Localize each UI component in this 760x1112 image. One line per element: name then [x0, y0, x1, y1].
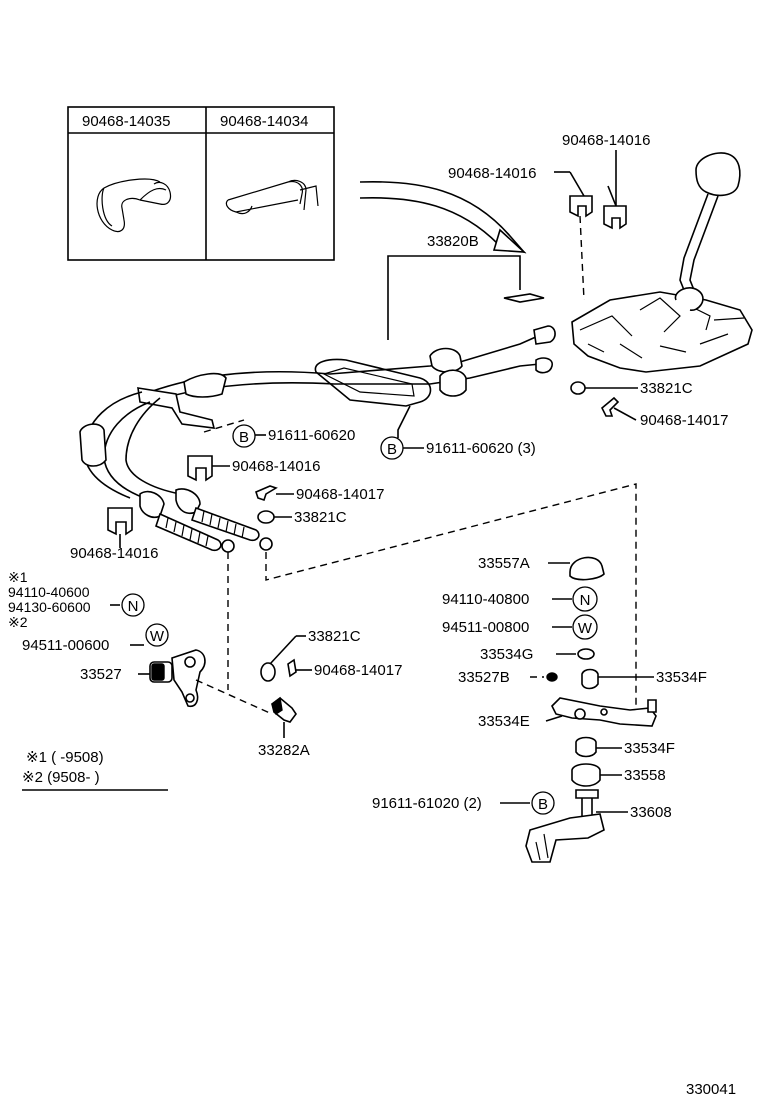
label-90468-14017-mid: 90468-14017 — [296, 486, 384, 503]
label-33534f-a: 33534F — [656, 669, 707, 686]
marker-b-1: B — [239, 429, 249, 446]
marker-b-2: B — [387, 441, 397, 458]
clip-inset-box: 90468-14035 90468-14034 — [67, 106, 335, 261]
label-94511-00600: 94511-00600 — [22, 637, 109, 654]
marker-b-3: B — [538, 796, 548, 813]
label-90468-14016-top: 90468-14016 — [448, 165, 536, 182]
pin-90468-14017-right — [601, 396, 620, 417]
label-91611-60620-b: 91611-60620 (3) — [426, 440, 536, 457]
label-33821c-mid: 33821C — [294, 509, 347, 526]
bushing-33527b — [546, 672, 558, 682]
washer-33821c-right — [570, 381, 586, 395]
clip-top — [569, 195, 593, 218]
marker-w-right: W — [578, 620, 593, 637]
label-33534f-b: 33534F — [624, 740, 675, 757]
clip-left — [107, 507, 133, 536]
label-33282a: 33282A — [258, 742, 310, 759]
label-94110-40600: 94110-40600 — [8, 584, 90, 600]
bolt-33282a — [271, 696, 297, 723]
label-33527: 33527 — [80, 666, 122, 683]
label-33821c-low: 33821C — [308, 628, 361, 645]
ref-mark-2: ※2 — [8, 614, 28, 630]
label-33820b: 33820B — [427, 233, 479, 250]
label-33534g: 33534G — [480, 646, 533, 663]
marker-n-left: N — [128, 598, 139, 615]
callout-b-91611-60620: B 91611-60620 — [203, 419, 355, 448]
marker-b-circle-3 — [531, 791, 555, 815]
select-lever-33527 — [149, 649, 206, 708]
label-90468-14016-mid: 90468-14016 — [232, 458, 320, 475]
pin-90468-14017-low — [287, 658, 297, 678]
callout-b-91611-60620-3: B 91611-60620 (3) — [380, 405, 536, 460]
bushing-33534f-upper — [581, 668, 599, 690]
legend-line-2: ※2 (9508- ) — [22, 769, 100, 786]
label-94110-40800: 94110-40800 — [442, 591, 529, 608]
label-33558: 33558 — [624, 767, 666, 784]
bushing-33534f-lower — [575, 736, 597, 758]
cap-33557a — [569, 556, 605, 581]
ref-mark-1: ※1 — [8, 569, 28, 585]
clip-90468-14034-drawing — [225, 179, 319, 215]
legend-line-1: ※1 ( -9508) — [26, 749, 104, 766]
shaft-33608 — [525, 789, 605, 863]
marker-n-right: N — [580, 592, 591, 609]
label-33527b: 33527B — [458, 669, 510, 686]
label-90468-14017-right: 90468-14017 — [640, 412, 728, 429]
lever-33534e — [551, 697, 657, 727]
clip-left-label: 90468-14035 — [82, 113, 170, 130]
label-33534e: 33534E — [478, 713, 530, 730]
clip-right-label: 90468-14034 — [220, 113, 308, 130]
marker-w-circle-right — [572, 614, 598, 640]
label-91611-60620-a: 91611-60620 — [268, 427, 355, 444]
clip-90468-14035-drawing — [96, 178, 172, 233]
label-90468-14016-left: 90468-14016 — [70, 545, 158, 562]
marker-w-left: W — [150, 628, 165, 645]
label-94130-60600: 94130-60600 — [8, 599, 91, 615]
label-33608: 33608 — [630, 804, 672, 821]
clip-top-right — [603, 205, 627, 230]
washer-33821c-low — [260, 662, 276, 682]
clip-33820b — [503, 293, 545, 303]
washer-33821c-mid — [257, 510, 275, 524]
label-94511-00800: 94511-00800 — [442, 619, 529, 636]
marker-w-circle-left — [145, 623, 169, 647]
shift-cable-assembly — [79, 325, 556, 553]
label-90468-14016-top-right: 90468-14016 — [562, 132, 650, 149]
marker-n-circle-right — [572, 586, 598, 612]
marker-n-circle-left — [121, 593, 145, 617]
washer-33534g — [577, 648, 595, 660]
label-90468-14017-low: 90468-14017 — [314, 662, 402, 679]
pin-90468-14017-mid — [255, 485, 278, 502]
bushing-33558 — [571, 763, 601, 787]
label-33821c-right: 33821C — [640, 380, 693, 397]
label-91611-61020: 91611-61020 (2) — [372, 795, 482, 812]
diagram-code: 330041 — [686, 1081, 736, 1098]
clip-mid — [187, 455, 213, 482]
shift-lever-assembly — [571, 152, 753, 373]
label-33557a: 33557A — [478, 555, 530, 572]
